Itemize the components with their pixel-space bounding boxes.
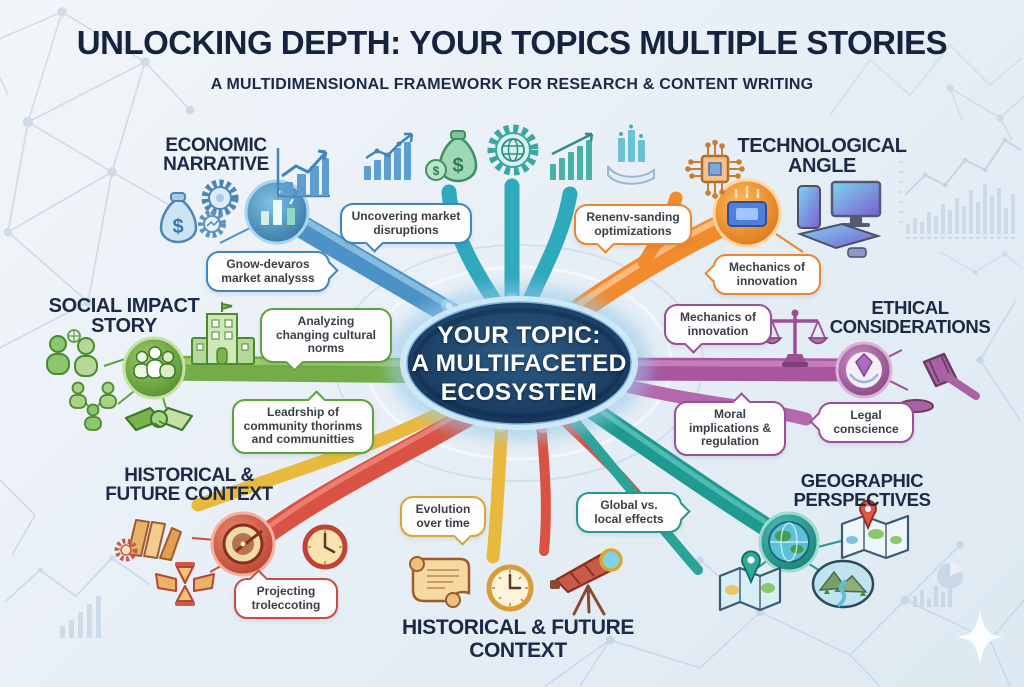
monitor-icon: [830, 180, 882, 218]
callout-projecting-troleccoting: Projecting troleccoting: [234, 578, 338, 620]
gear-globe-icon: [487, 124, 539, 176]
callout-legal-conscience: Legal conscience: [818, 402, 914, 444]
heading-ethical-considerations: ETHICAL CONSIDERATIONS: [829, 297, 991, 337]
page-subtitle: A MULTIDIMENSIONAL FRAMEWORK FOR RESEARC…: [210, 76, 814, 93]
heading-social-impact-story: SOCIAL IMPACT STORY: [48, 295, 200, 338]
tablet-icon: [796, 222, 882, 250]
heading-historical-future-context: HISTORICAL & FUTURE CONTEXT: [105, 465, 273, 506]
books-gear-icon: [114, 519, 182, 562]
branch-red-stem: [536, 418, 551, 556]
crowd-node-icon: [133, 346, 176, 379]
devices-cluster: [796, 180, 882, 258]
center-topic-label: YOUR TOPIC: A MULTIFACETED ECOSYSTEM: [407, 322, 631, 407]
callout-renenv-sanding-optimizations: Renenv-sanding optimizations: [574, 204, 692, 246]
node-geographic: [758, 511, 820, 573]
compass-node-icon: [222, 523, 264, 565]
callout-leadrship-of-community: Leadrship of community thorinms and comm…: [232, 399, 374, 454]
smartphone-icon: [797, 185, 821, 229]
mini-bars-node-icon: [261, 190, 295, 225]
page-title: UNLOCKING DEPTH: YOUR TOPICS MULTIPLE ST…: [0, 24, 1024, 62]
heading-technological-angle: TECHNOLOGICAL ANGLE: [737, 135, 907, 178]
hands-gem-node-icon: [846, 352, 882, 388]
bar-chart-growth-icon: [276, 148, 330, 198]
callout-evolution-over-time: Evolution over time: [400, 496, 486, 538]
callout-gnow-devaros-market-analysss: Gnow-devaros market analysss: [206, 251, 330, 293]
heading-geographic-perspectives: GEOGRAPHIC PERSPECTIVES: [793, 470, 931, 510]
hand-with-bars-icon: [607, 124, 655, 185]
handshake-icon: [124, 406, 194, 432]
map-pin-icon: [840, 499, 910, 560]
center-line-2: A MULTIFACETED: [411, 350, 627, 378]
heading-historical-future-context-bottom: HISTORICAL & FUTURE CONTEXT: [402, 616, 634, 662]
people-network-icon: [69, 381, 117, 431]
center-line-1: YOUR TOPIC:: [437, 322, 601, 349]
gavel-icon: [898, 352, 980, 413]
background-pie-icon: [913, 563, 963, 607]
background-network-topleft: [0, 7, 195, 349]
folded-map-icon: [718, 550, 782, 612]
clock-icon: [302, 524, 348, 570]
scroll-icon: [409, 556, 471, 608]
bar-chart-growth-icon: [550, 132, 594, 180]
telescope-icon: [550, 548, 623, 616]
node-technological: [712, 178, 782, 248]
callout-moral-implications-regulation: Moral implications & regulation: [674, 401, 786, 456]
background-chart-right: [829, 43, 1023, 275]
node-ethical: [835, 341, 893, 399]
title-prefix: UNLOCKING DEPTH:: [76, 24, 410, 61]
callout-mechanics-of-innovation-orange: Mechanics of innovation: [713, 254, 821, 296]
center-node: [387, 285, 651, 441]
svg-text:$: $: [433, 164, 440, 178]
branch-yellow-stem: [486, 414, 509, 564]
circuit-chip-icon: [685, 139, 745, 199]
background-chart-bottomleft: [0, 479, 151, 638]
small-phone-icon: [847, 247, 867, 258]
center-line-3: ECOSYSTEM: [440, 378, 598, 406]
money-bag-icon: $: [159, 192, 198, 244]
globe-node-icon: [768, 521, 810, 563]
background-network-topright: [946, 84, 1024, 141]
svg-text:$: $: [452, 155, 463, 177]
node-historical: [210, 511, 276, 577]
title-emphasis: YOUR TOPICS MULTIPLE STORIES: [409, 24, 948, 61]
heading-economic-narrative: ECONOMIC NARRATIVE: [163, 135, 269, 176]
callout-mechanics-of-innovation-purple: Mechanics of innovation: [664, 304, 772, 346]
landscape-icon: [811, 559, 875, 609]
school-building-icon: [191, 302, 255, 365]
people-pair-icon: [46, 329, 98, 377]
sparkle-icon: [956, 610, 1004, 664]
callout-uncovering-market-disruptions: Uncovering market disruptions: [340, 203, 472, 245]
callout-analyzing-changing-cultural-norms: Analyzing changing cultural norms: [260, 308, 392, 363]
clock-icon: [486, 564, 534, 612]
gears-icon: [198, 179, 239, 238]
svg-text:$: $: [172, 216, 183, 238]
callout-global-vs-local-effects: Global vs. local effects: [576, 492, 682, 534]
node-social: [122, 336, 186, 400]
bar-chart-growth-icon: [364, 132, 414, 180]
hourglass-icon: [155, 562, 215, 606]
money-bags-icon: $ $: [425, 130, 478, 183]
processor-node-icon: [727, 186, 767, 227]
